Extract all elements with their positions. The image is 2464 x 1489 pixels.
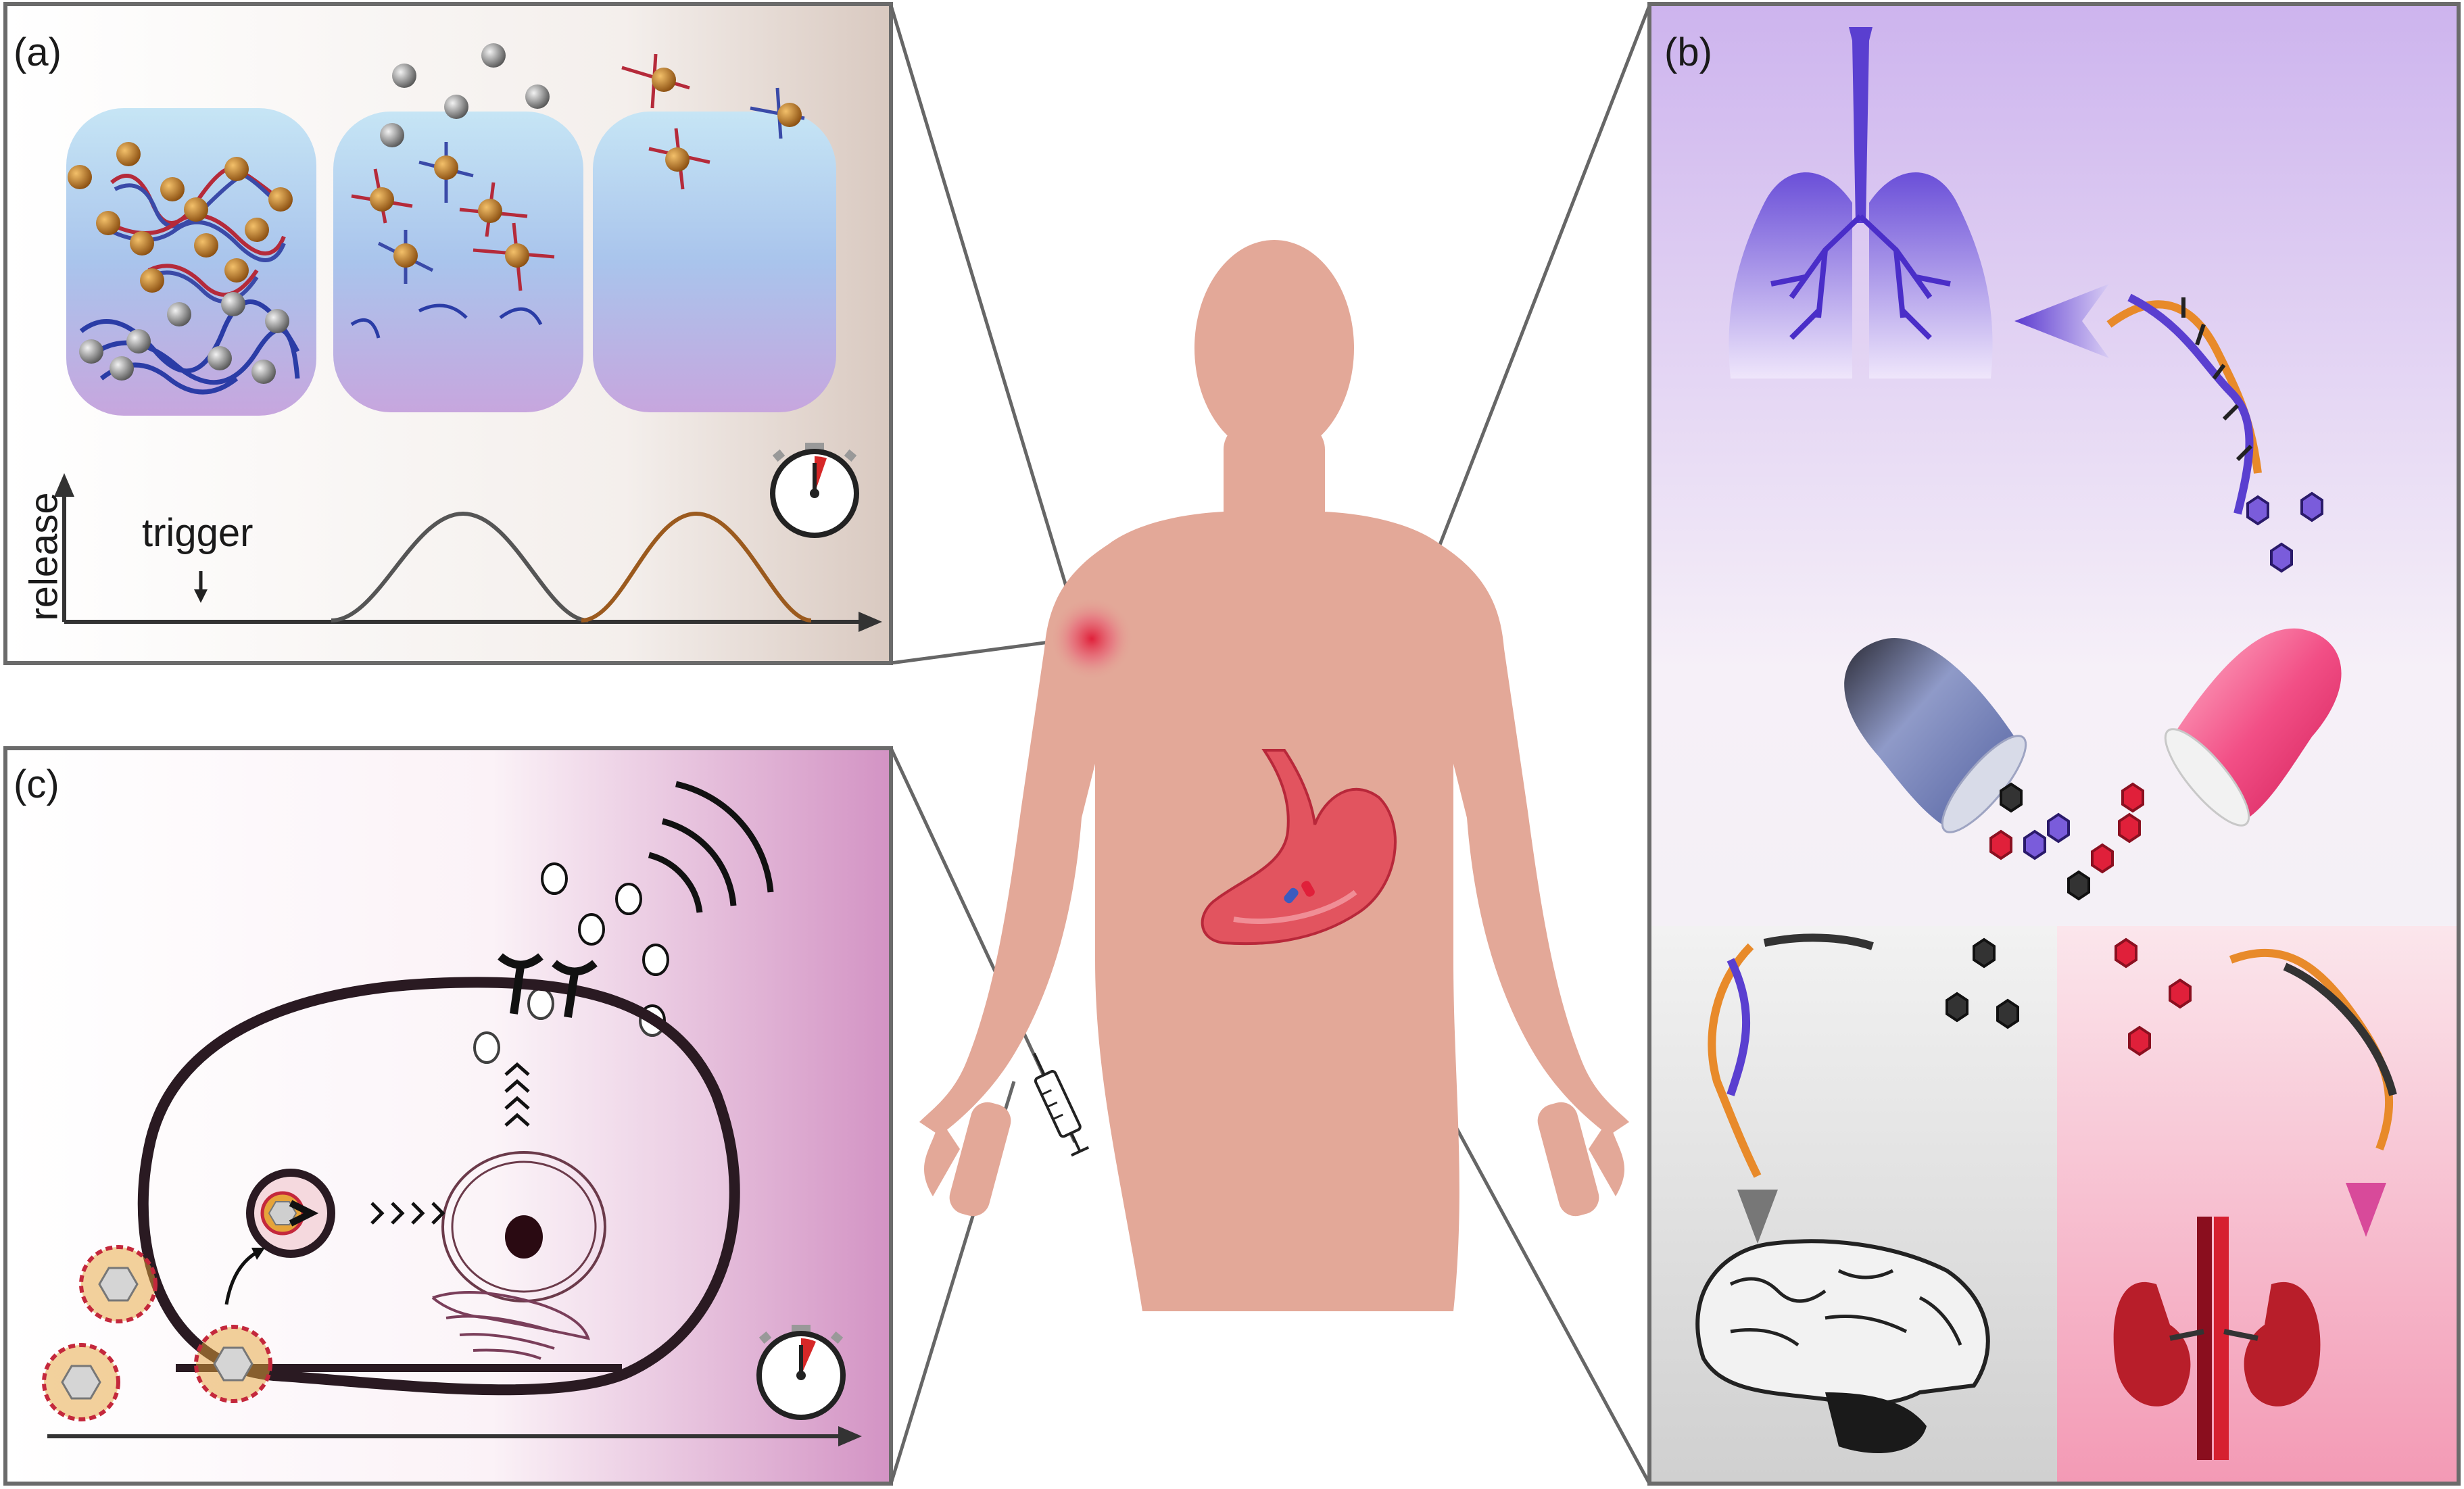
brain-icon (1695, 1239, 1990, 1453)
arrow-to-kidneys (2346, 1183, 2386, 1237)
arrow-to-lungs (2014, 284, 2109, 358)
stopwatch-icon (756, 1325, 846, 1420)
panel-c (3, 746, 893, 1486)
red-drug-molecules (2115, 937, 2192, 1056)
stopwatch-icon (770, 443, 859, 538)
trigger-arrow (194, 571, 208, 603)
transport-chevrons (370, 1202, 445, 1225)
cell-icon (137, 977, 740, 1396)
time-axis (47, 1426, 862, 1446)
trigger-label: trigger (142, 511, 253, 555)
dna-nanostructures (42, 1245, 272, 1421)
lungs-icon (1729, 27, 1993, 379)
capsule-icon (1844, 628, 2342, 833)
released-gray-particles (380, 43, 550, 147)
kidneys-icon (2113, 1217, 2321, 1460)
dna-helix-icon (2229, 949, 2397, 1151)
black-drug-molecules (1946, 937, 2019, 1029)
inflammation-site (1050, 597, 1134, 681)
panel-a (3, 2, 893, 665)
syringe-icon (1033, 1052, 1090, 1157)
hydrogel-block-3 (593, 112, 836, 412)
released-drug-molecules (1989, 782, 2144, 901)
receptor-icon (498, 953, 598, 1018)
cell-bridge (176, 1364, 622, 1372)
gray-particles-block-1 (79, 292, 289, 384)
release-axes (54, 473, 882, 632)
signal-chevrons (504, 1062, 530, 1127)
nanoparticles-block-3 (621, 53, 805, 190)
release-axis-label: release (22, 492, 66, 621)
hydrogel-block-2 (333, 112, 583, 412)
panel-b (1647, 2, 2461, 1486)
arrow-to-brain (1737, 1190, 1778, 1244)
panel-label-a: (a) (14, 30, 62, 74)
dna-helix-icon (2106, 293, 2262, 515)
golgi-apparatus-icon (431, 1291, 591, 1360)
dna-helix-icon (1708, 933, 1874, 1178)
release-curve-2 (581, 511, 812, 623)
purple-drug-molecules (2246, 491, 2323, 573)
nanoparticles-block-2 (350, 142, 555, 339)
signal-waves-icon (648, 781, 774, 913)
release-curve-1 (331, 511, 589, 623)
endosome-icon (246, 1169, 335, 1258)
panel-label-c: (c) (14, 762, 59, 806)
human-body-icon (919, 240, 1629, 1311)
panel-label-b: (b) (1664, 30, 1712, 74)
nanoparticles-block-1 (68, 142, 293, 293)
stomach-icon (1201, 749, 1397, 946)
